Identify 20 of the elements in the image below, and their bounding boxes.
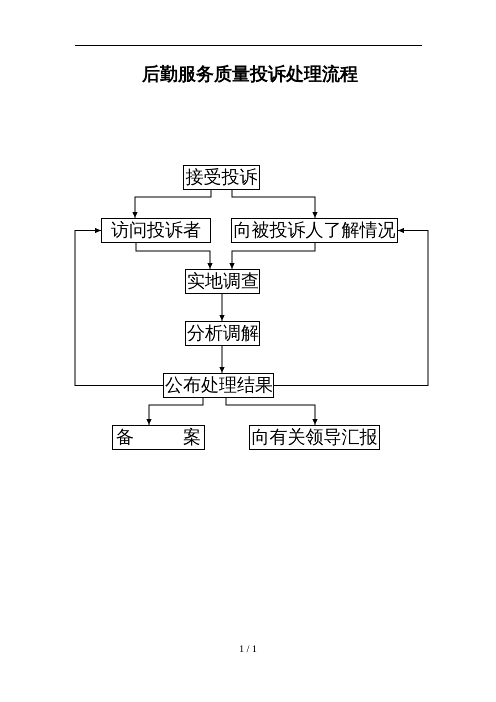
process-box: 向有关领导汇报	[249, 425, 380, 450]
process-box: 访问投诉者	[101, 218, 211, 243]
arrow	[146, 398, 204, 426]
process-box: 接受投诉	[183, 165, 260, 190]
arrow	[74, 228, 164, 386]
page-number: 1 / 1	[239, 644, 257, 656]
arrow	[229, 242, 316, 270]
arrow	[132, 190, 212, 218]
arrow	[136, 242, 213, 270]
process-box: 向被投诉人了解情况	[231, 218, 398, 243]
arrow	[226, 398, 318, 426]
process-box: 备 案	[112, 425, 205, 450]
process-box: 分析调解	[185, 321, 260, 346]
arrow	[219, 346, 225, 374]
title: 后勤服务质量投诉处理流程	[142, 64, 358, 86]
process-box: 实地调查	[185, 269, 260, 294]
arrow	[232, 190, 318, 218]
process-box: 公布处理结果	[163, 373, 274, 398]
arrow	[274, 228, 428, 386]
arrow	[219, 294, 225, 322]
